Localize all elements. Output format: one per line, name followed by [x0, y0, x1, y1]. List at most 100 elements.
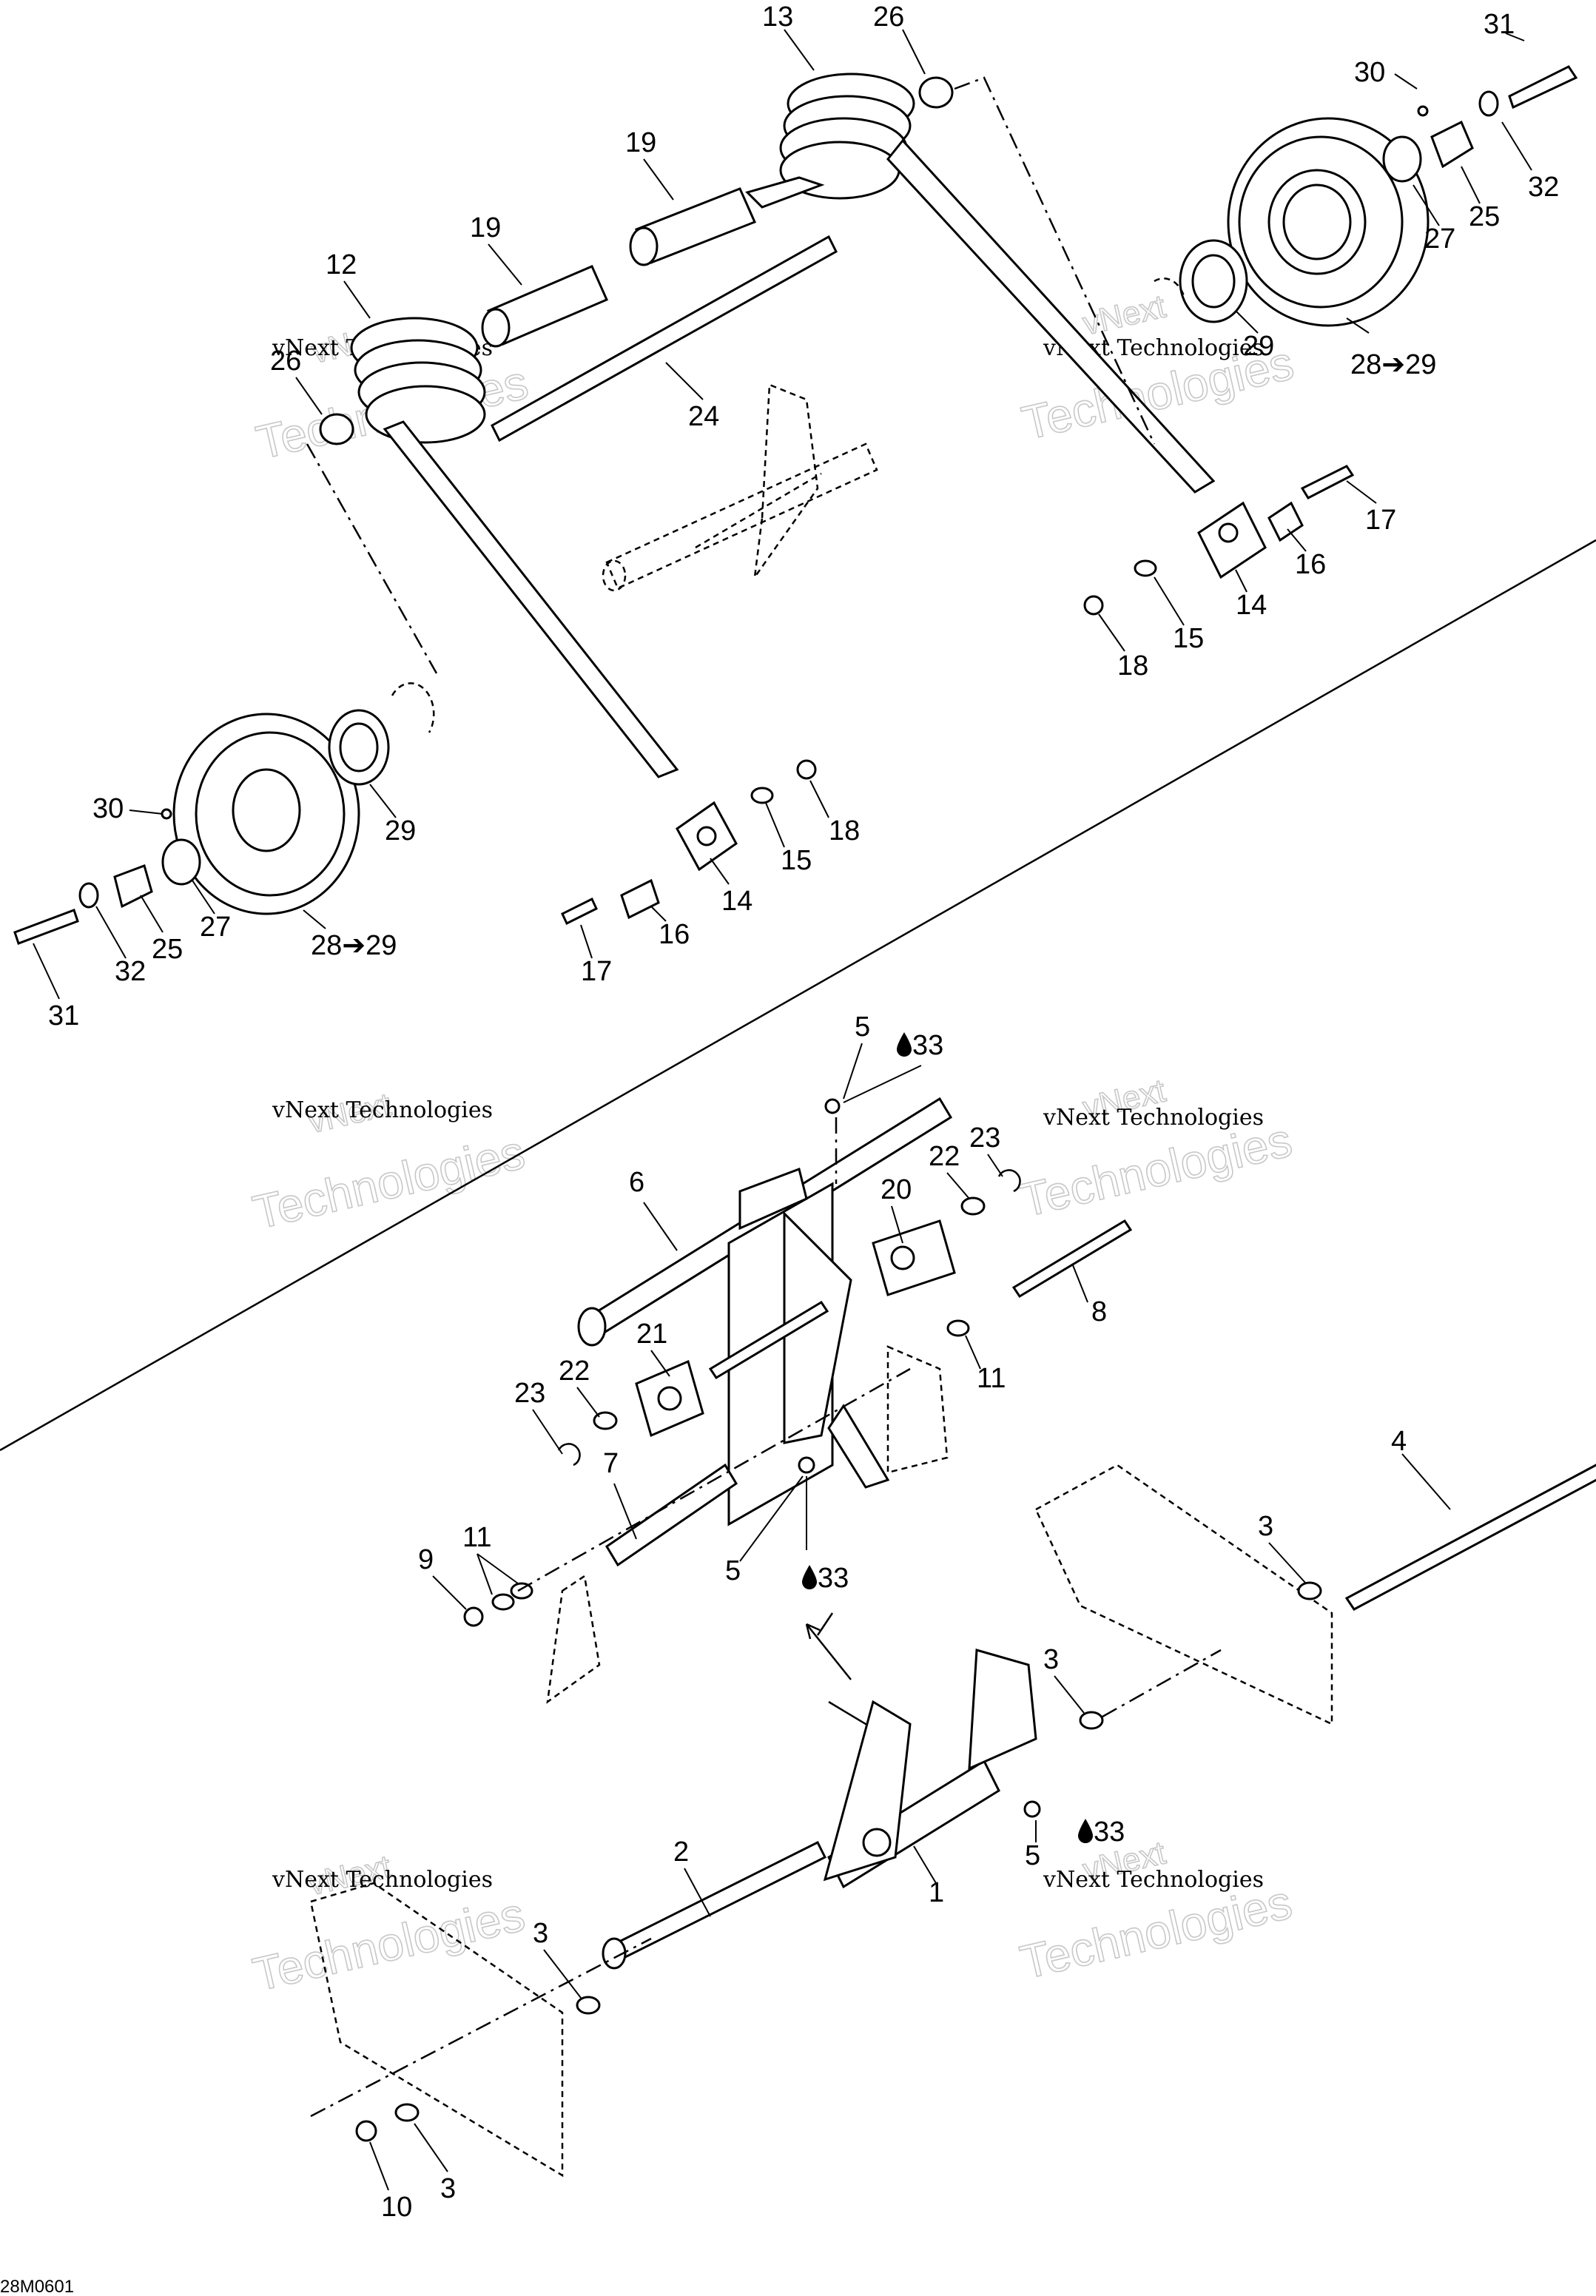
section-divider-line	[0, 539, 1596, 1452]
rail-right	[1034, 1464, 1333, 1726]
bolt-8	[1011, 1219, 1133, 1299]
clip-23-top	[997, 1169, 1021, 1193]
nut-9	[463, 1606, 484, 1627]
clip-23-bottom	[557, 1443, 581, 1467]
washer-15-right	[1134, 559, 1157, 577]
oil-drop-icon	[802, 1032, 1093, 1843]
rear-arm-assembly	[463, 1097, 1133, 1704]
spacer-19-b	[481, 265, 608, 348]
callout-16: 16	[1295, 549, 1326, 580]
front-arm-1	[823, 1649, 1037, 1889]
callout-3: 3	[1043, 1644, 1059, 1675]
idler-wheel-right	[1154, 117, 1430, 327]
bushing-16-left	[620, 878, 660, 920]
callout-8: 8	[1091, 1296, 1107, 1327]
callout-21: 21	[636, 1319, 667, 1350]
cap-14-right	[1197, 501, 1267, 579]
callout-25: 25	[1469, 201, 1500, 232]
grease-fitting-5-bottom	[798, 1456, 815, 1474]
callout-3: 3	[1258, 1511, 1273, 1542]
bolt-4	[1344, 1464, 1596, 1611]
grease-fitting-5-front	[1023, 1800, 1041, 1818]
spacer-25-left	[113, 864, 153, 909]
watermark-line2: vNext Technologies	[1043, 1105, 1264, 1131]
washer-11-left	[491, 1593, 515, 1611]
callout-11: 11	[977, 1363, 1006, 1394]
spring-13	[745, 73, 1216, 494]
callout-19: 19	[470, 212, 501, 243]
washer-3-right	[1079, 1711, 1104, 1730]
nut-10	[355, 2120, 377, 2142]
spring-12	[350, 317, 679, 778]
washer-3-bottom	[394, 2103, 420, 2122]
cap-14-left	[676, 801, 738, 872]
callout-14: 14	[721, 886, 752, 917]
bushing-27-right	[1382, 135, 1422, 183]
grease-fitting-30-left	[161, 808, 172, 820]
callout-24: 24	[688, 401, 719, 432]
watermark-line3: Technologies	[248, 1888, 529, 2002]
callout-27: 27	[1424, 223, 1455, 255]
grease-fitting-5-top	[824, 1098, 841, 1114]
callout-33: 33	[912, 1030, 943, 1061]
callout-17: 17	[581, 956, 612, 987]
washer-3-left	[576, 1996, 601, 2015]
frame-ghost-top	[602, 383, 878, 592]
callout-18: 18	[1117, 650, 1148, 681]
screw-17-left	[561, 897, 598, 926]
callout-32: 32	[115, 956, 146, 987]
callout-5: 5	[855, 1011, 870, 1043]
callout-26: 26	[873, 1, 904, 33]
callout-11: 11	[462, 1522, 491, 1553]
callout-22: 22	[559, 1356, 590, 1387]
washer-11-mid	[946, 1319, 970, 1337]
callout-33: 33	[818, 1563, 849, 1594]
watermark-line1: vNext	[1080, 288, 1169, 342]
callout-31: 31	[48, 1000, 79, 1031]
centerline	[954, 76, 1156, 445]
callout-29: 29	[385, 815, 416, 846]
bushing-27-left	[161, 838, 201, 886]
spacer-7	[605, 1463, 738, 1567]
callout-5: 5	[725, 1555, 741, 1586]
spacer-19-a	[629, 187, 757, 266]
callout-27: 27	[200, 912, 231, 943]
watermark-line2: vNext Technologies	[272, 1097, 493, 1123]
bushing-16-right	[1267, 501, 1304, 542]
shaft-24	[491, 235, 838, 442]
callout-30: 30	[92, 793, 124, 824]
callout-18: 18	[829, 815, 860, 846]
callout-12: 12	[326, 249, 357, 280]
callout-23: 23	[514, 1378, 545, 1409]
spacer-25-right	[1430, 120, 1474, 169]
callout-4: 4	[1391, 1426, 1407, 1457]
rail-left	[309, 1882, 564, 2178]
callout-6: 6	[629, 1167, 644, 1198]
washer-32-right	[1478, 90, 1499, 117]
washer-3-far-right	[1297, 1581, 1322, 1600]
callout-29: 29	[1243, 331, 1274, 362]
callout-20: 20	[881, 1174, 912, 1205]
callout-16: 16	[659, 919, 690, 950]
callout-26: 26	[270, 346, 301, 377]
callout-33: 33	[1094, 1817, 1125, 1848]
washer-22-top	[960, 1196, 986, 1216]
callout-2: 2	[673, 1837, 689, 1868]
callout-22: 22	[929, 1141, 960, 1172]
callout-14: 14	[1236, 590, 1267, 621]
callout-1: 1	[929, 1877, 944, 1908]
callout-13: 13	[762, 1, 793, 33]
nut-18-right	[1083, 595, 1104, 616]
leader-lines	[33, 29, 1532, 2191]
bolt-31-left	[13, 909, 79, 945]
watermark-line2: vNext Technologies	[1043, 1867, 1264, 1893]
callout-7: 7	[603, 1448, 619, 1479]
callout-28-29: 28➔29	[1350, 349, 1436, 380]
direction-arrow	[805, 1623, 852, 1680]
screw-17-right	[1300, 465, 1355, 499]
front-arm-assembly	[309, 1464, 1596, 2178]
callout-9: 9	[418, 1544, 434, 1575]
nut-18-left	[796, 759, 817, 780]
callout-19: 19	[625, 127, 656, 158]
